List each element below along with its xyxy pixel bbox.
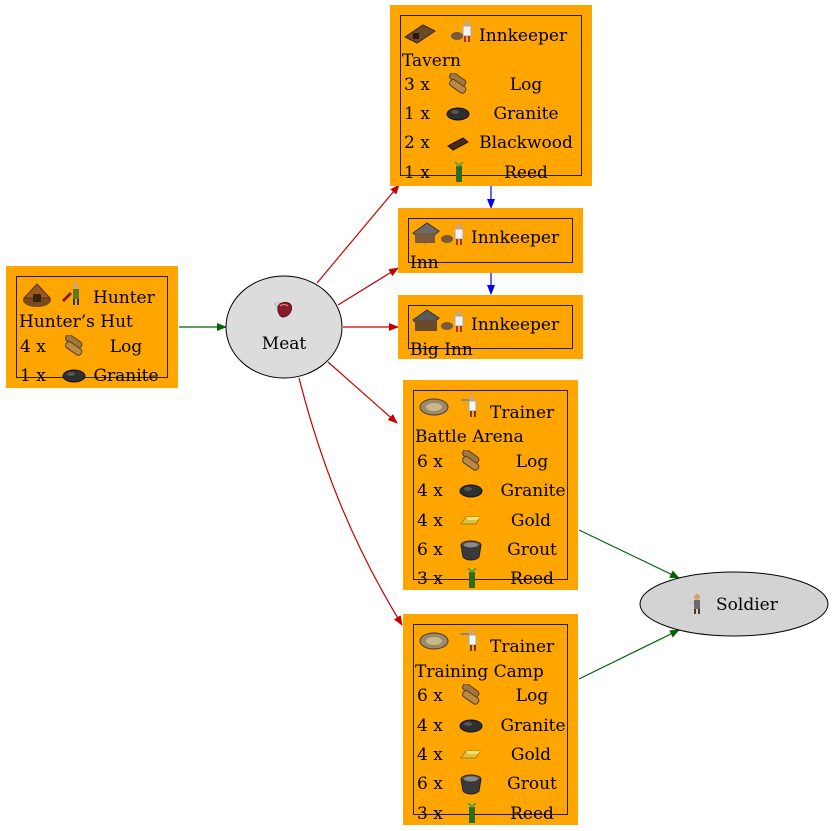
cost-ware: Grout <box>507 540 557 560</box>
cost-qty: 6 x <box>417 774 443 794</box>
inn-worker: Innkeeper <box>471 228 560 248</box>
big-inn-title: Big Inn <box>410 340 473 360</box>
battle-arena-title: Battle Arena <box>415 427 524 447</box>
hunters-hut-worker: Hunter <box>93 288 155 308</box>
inn-title: Inn <box>410 253 439 273</box>
tavern-title: Tavern <box>402 51 461 71</box>
hunters-hut-building-icon <box>21 280 53 312</box>
meat-icon <box>274 302 292 318</box>
reed-icon <box>451 161 467 188</box>
gold-icon <box>458 746 484 768</box>
hunters-hut-title: Hunter’s Hut <box>19 312 133 332</box>
inn-box: Innkeeper Inn <box>408 218 573 273</box>
cost-ware: Log <box>515 452 549 472</box>
log-icon <box>445 72 471 99</box>
grout-icon <box>458 771 484 801</box>
cost-qty: 1 x <box>404 104 430 124</box>
soldier-icon <box>689 594 700 614</box>
soldier-node: Soldier <box>639 571 829 637</box>
cost-ware: Reed <box>510 569 554 589</box>
tavern-worker: Innkeeper <box>479 26 568 46</box>
cost-qty: 4 x <box>20 337 46 357</box>
edge-arena-to-soldier <box>578 529 680 579</box>
cost-qty: 4 x <box>417 511 443 531</box>
big-inn-node: Innkeeper Big Inn <box>398 295 583 360</box>
innkeeper-icon <box>439 308 469 338</box>
cost-qty: 3 x <box>404 75 430 95</box>
cost-qty: 6 x <box>417 540 443 560</box>
granite-icon <box>458 717 484 739</box>
gold-icon <box>458 512 484 534</box>
cost-ware: Blackwood <box>479 133 573 153</box>
cost-qty: 3 x <box>417 804 443 824</box>
training-camp-worker: Trainer <box>490 637 555 657</box>
tavern-building-icon <box>403 19 437 49</box>
cost-qty: 4 x <box>417 745 443 765</box>
reed-icon <box>464 802 480 829</box>
battle-arena-box: Trainer Battle Arena 6 x Log 4 x Granite… <box>413 390 568 589</box>
soldier-label: Soldier <box>716 595 779 615</box>
cost-qty: 4 x <box>417 481 443 501</box>
cost-ware: Log <box>515 686 549 706</box>
hunter-icon <box>61 281 85 311</box>
tavern-box: Innkeeper Tavern 3 x Log 1 x Granite 2 x… <box>400 15 582 183</box>
edge-meat-to-battle-arena <box>327 361 398 424</box>
granite-icon <box>458 482 484 504</box>
training-camp-title: Training Camp <box>415 662 544 682</box>
tavern-node: Innkeeper Tavern 3 x Log 1 x Granite 2 x… <box>390 5 592 186</box>
big-inn-building-icon <box>411 308 441 338</box>
log-icon <box>61 334 87 361</box>
log-icon <box>458 683 484 710</box>
cost-qty: 2 x <box>404 133 430 153</box>
cost-qty: 1 x <box>20 366 46 386</box>
cost-ware: Log <box>109 337 143 357</box>
cost-ware: Granite <box>493 104 559 124</box>
edge-camp-to-soldier <box>578 629 680 680</box>
meat-node: Meat <box>225 275 343 379</box>
cost-ware: Granite <box>500 716 566 736</box>
big-inn-box: Innkeeper Big Inn <box>408 305 573 360</box>
inn-node: Innkeeper Inn <box>398 208 583 273</box>
cost-ware: Reed <box>504 163 548 183</box>
edge-meat-to-inn <box>337 267 399 306</box>
training-camp-building-icon <box>418 631 450 655</box>
reed-icon <box>464 567 480 594</box>
cost-ware: Gold <box>510 511 552 531</box>
cost-qty: 1 x <box>404 163 430 183</box>
edge-meat-to-tavern <box>316 184 400 284</box>
battle-arena-building-icon <box>418 397 450 421</box>
blackwood-icon <box>445 134 471 156</box>
hunters-hut-box: Hunter Hunter’s Hut 4 x Log 1 x Granite <box>16 276 168 386</box>
cost-ware: Reed <box>510 804 554 824</box>
innkeeper-icon <box>439 221 469 251</box>
cost-ware: Gold <box>510 745 552 765</box>
battle-arena-node: Trainer Battle Arena 6 x Log 4 x Granite… <box>403 380 578 590</box>
cost-qty: 6 x <box>417 452 443 472</box>
trainer-icon <box>458 627 484 657</box>
hunters-hut-node: Hunter Hunter’s Hut 4 x Log 1 x Granite <box>6 266 178 388</box>
cost-ware: Granite <box>93 366 159 386</box>
training-camp-node: Trainer Training Camp 6 x Log 4 x Granit… <box>403 614 578 825</box>
trainer-icon <box>458 393 484 423</box>
training-camp-box: Trainer Training Camp 6 x Log 4 x Granit… <box>413 624 568 824</box>
innkeeper-icon <box>449 18 477 48</box>
inn-building-icon <box>411 221 441 251</box>
granite-icon <box>445 105 471 127</box>
meat-label: Meat <box>262 334 307 354</box>
cost-qty: 3 x <box>417 569 443 589</box>
cost-ware: Granite <box>500 481 566 501</box>
cost-qty: 4 x <box>417 716 443 736</box>
battle-arena-worker: Trainer <box>490 403 555 423</box>
big-inn-worker: Innkeeper <box>471 315 560 335</box>
cost-qty: 6 x <box>417 686 443 706</box>
cost-ware: Log <box>509 75 543 95</box>
edge-meat-to-training-camp <box>298 377 403 626</box>
granite-icon <box>61 367 87 389</box>
log-icon <box>458 449 484 476</box>
grout-icon <box>458 537 484 567</box>
cost-ware: Grout <box>507 774 557 794</box>
